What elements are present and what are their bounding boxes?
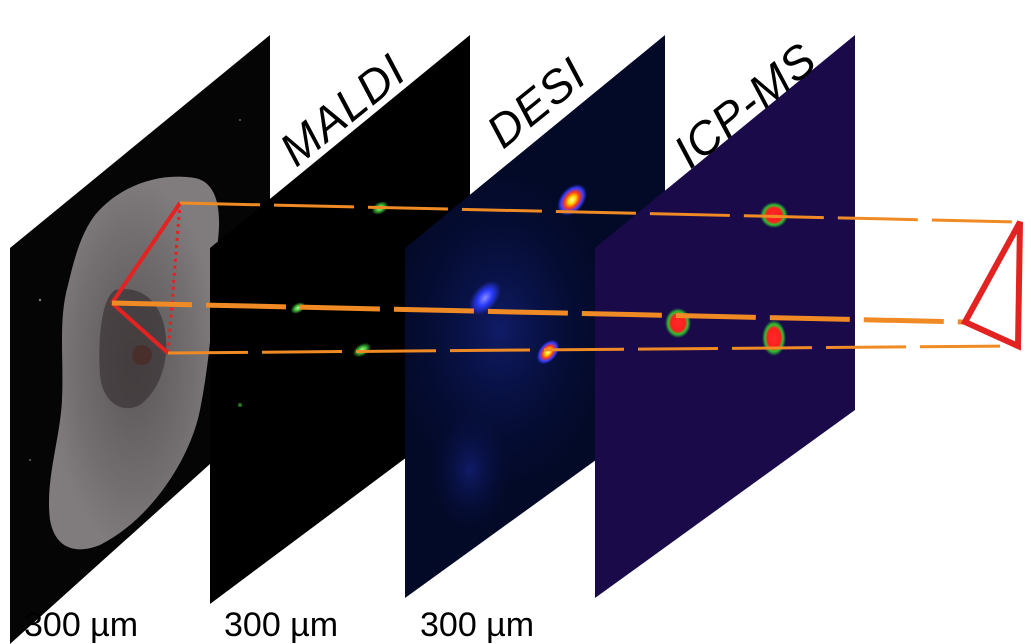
tissue-dark-region (99, 289, 167, 409)
scale-bar-label: 300 µm (24, 606, 138, 644)
desi-panel (405, 35, 665, 598)
icpms-spot (762, 320, 786, 356)
desi-spot (536, 339, 560, 365)
registration-line-top (179, 201, 1021, 224)
desi-spot (469, 280, 501, 316)
optical-triangle (110, 201, 182, 355)
icpms-spot (665, 308, 691, 338)
desi-spot (557, 184, 587, 216)
scale-bar-label: 300 µm (224, 606, 338, 644)
maldi-panel-background (210, 35, 470, 604)
registration-line-middle (111, 300, 966, 325)
scale-bar-label: 300 µm (420, 606, 534, 644)
registration-line-bottom (167, 344, 1013, 355)
optical-panel (10, 35, 270, 644)
registration-lines (111, 201, 1021, 355)
reference-triangle (960, 220, 1023, 351)
